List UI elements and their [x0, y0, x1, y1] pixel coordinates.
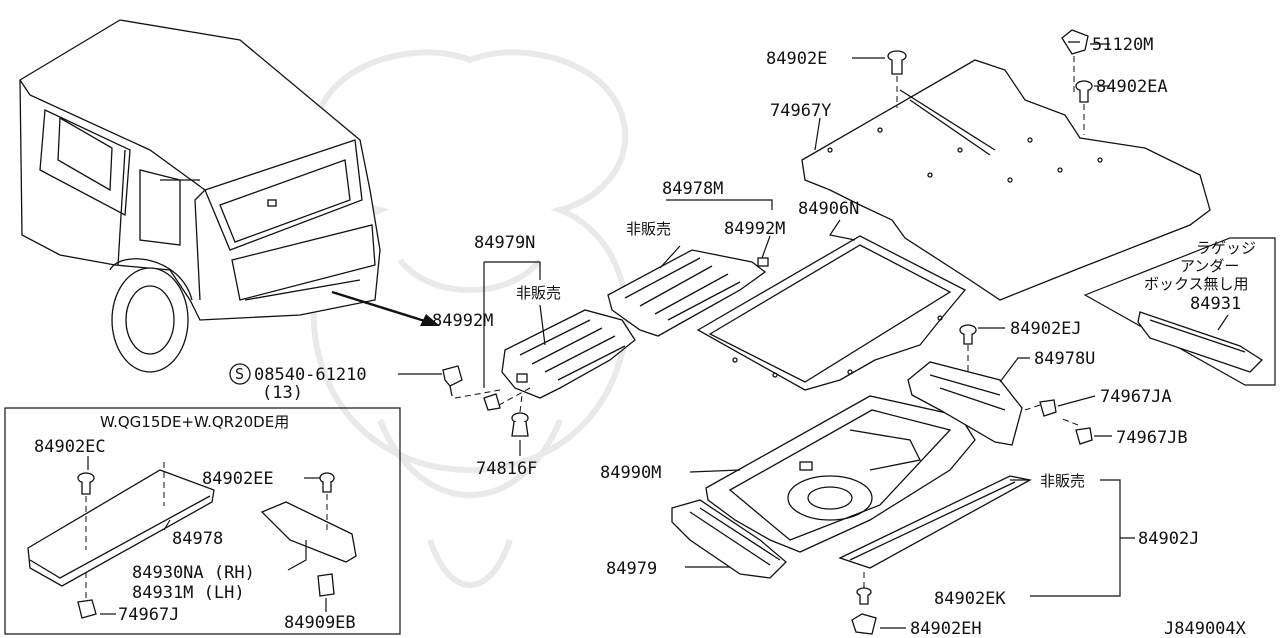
label-08540-61210: 08540-61210 — [254, 365, 367, 385]
part-tray-84978M — [607, 249, 769, 337]
part-fastener-84902E — [887, 50, 907, 108]
label-74967Y: 74967Y — [770, 101, 831, 121]
inset-title: W.QG15DE+W.QR20DE用 — [100, 413, 289, 431]
part-clip-51120M — [1061, 29, 1089, 95]
label-74967JA: 74967JA — [1100, 387, 1172, 407]
label-84902J-note: 非販売 — [1040, 472, 1085, 490]
label-luggage-note-2: アンダー — [1180, 257, 1239, 275]
inset-label-74967J: 74967J — [118, 605, 179, 625]
label-84902EJ: 84902EJ — [1010, 319, 1082, 339]
part-mat-84906N — [696, 235, 967, 391]
vehicle-to-parts-arrow — [331, 290, 440, 326]
label-08540-symbol: S — [235, 365, 244, 383]
diagram-reference: J849004X — [1164, 619, 1247, 638]
part-trim-84978U — [907, 324, 1023, 446]
label-51120M: 51120M — [1092, 35, 1153, 55]
inset-label-84978: 84978 — [172, 529, 223, 549]
label-84992M-lower: 84992M — [432, 311, 493, 331]
label-84931: 84931 — [1190, 294, 1241, 314]
label-84978M-note: 非販売 — [626, 220, 671, 238]
label-84978U: 84978U — [1034, 349, 1095, 369]
label-luggage-note-3: ボックス無し用 — [1144, 275, 1249, 293]
label-84902J: 84902J — [1138, 529, 1199, 549]
leader-lines — [398, 43, 1135, 629]
part-clip-74967JA — [1024, 399, 1057, 417]
part-labels: 51120M 84902E 84902EA 74967Y 84978M 非販売 … — [235, 35, 1256, 638]
label-84992M-upper: 84992M — [724, 219, 785, 239]
inset-label-84902EE: 84902EE — [202, 469, 274, 489]
label-84979N: 84979N — [474, 233, 535, 253]
label-luggage-note-1: ラゲッジ — [1196, 239, 1256, 257]
label-84906N: 84906N — [798, 199, 859, 219]
part-fastener-84902EH — [851, 613, 877, 635]
inset-label-84909EB: 84909EB — [284, 613, 356, 633]
part-tray-84979N — [483, 309, 636, 411]
label-84978M: 84978M — [662, 179, 723, 199]
inset-label-84931M: 84931M (LH) — [132, 583, 245, 603]
label-84990M: 84990M — [600, 463, 661, 483]
label-84902E: 84902E — [766, 49, 827, 69]
part-screw-08540-61210 — [229, 363, 501, 399]
label-08540-qty: (13) — [262, 383, 303, 403]
part-luggage-board-74967Y — [801, 59, 1211, 301]
part-floor-well-84990M — [705, 395, 976, 553]
inset-label-84930NA: 84930NA (RH) — [132, 563, 255, 583]
part-fastener-84902EA — [1075, 80, 1093, 135]
inset-engine-variant: W.QG15DE+W.QR20DE用 84902EC 84902EE 84978… — [4, 407, 401, 635]
part-plate-84979 — [671, 499, 787, 579]
label-74967JB: 74967JB — [1116, 428, 1188, 448]
label-84979: 84979 — [606, 559, 657, 579]
label-84979N-note: 非販売 — [516, 284, 561, 302]
label-84902EK: 84902EK — [934, 589, 1006, 609]
part-clip-74816F — [511, 394, 529, 437]
inset-label-84902EC: 84902EC — [34, 437, 106, 457]
label-74816F: 74816F — [476, 459, 537, 479]
label-84902EA: 84902EA — [1096, 77, 1168, 97]
part-fastener-84902EK — [856, 587, 872, 605]
luggage-box-note-frame — [1083, 237, 1276, 386]
label-84902EH: 84902EH — [910, 619, 982, 638]
vehicle-rear-view — [19, 19, 381, 373]
part-clip-74967JB — [1059, 417, 1093, 445]
